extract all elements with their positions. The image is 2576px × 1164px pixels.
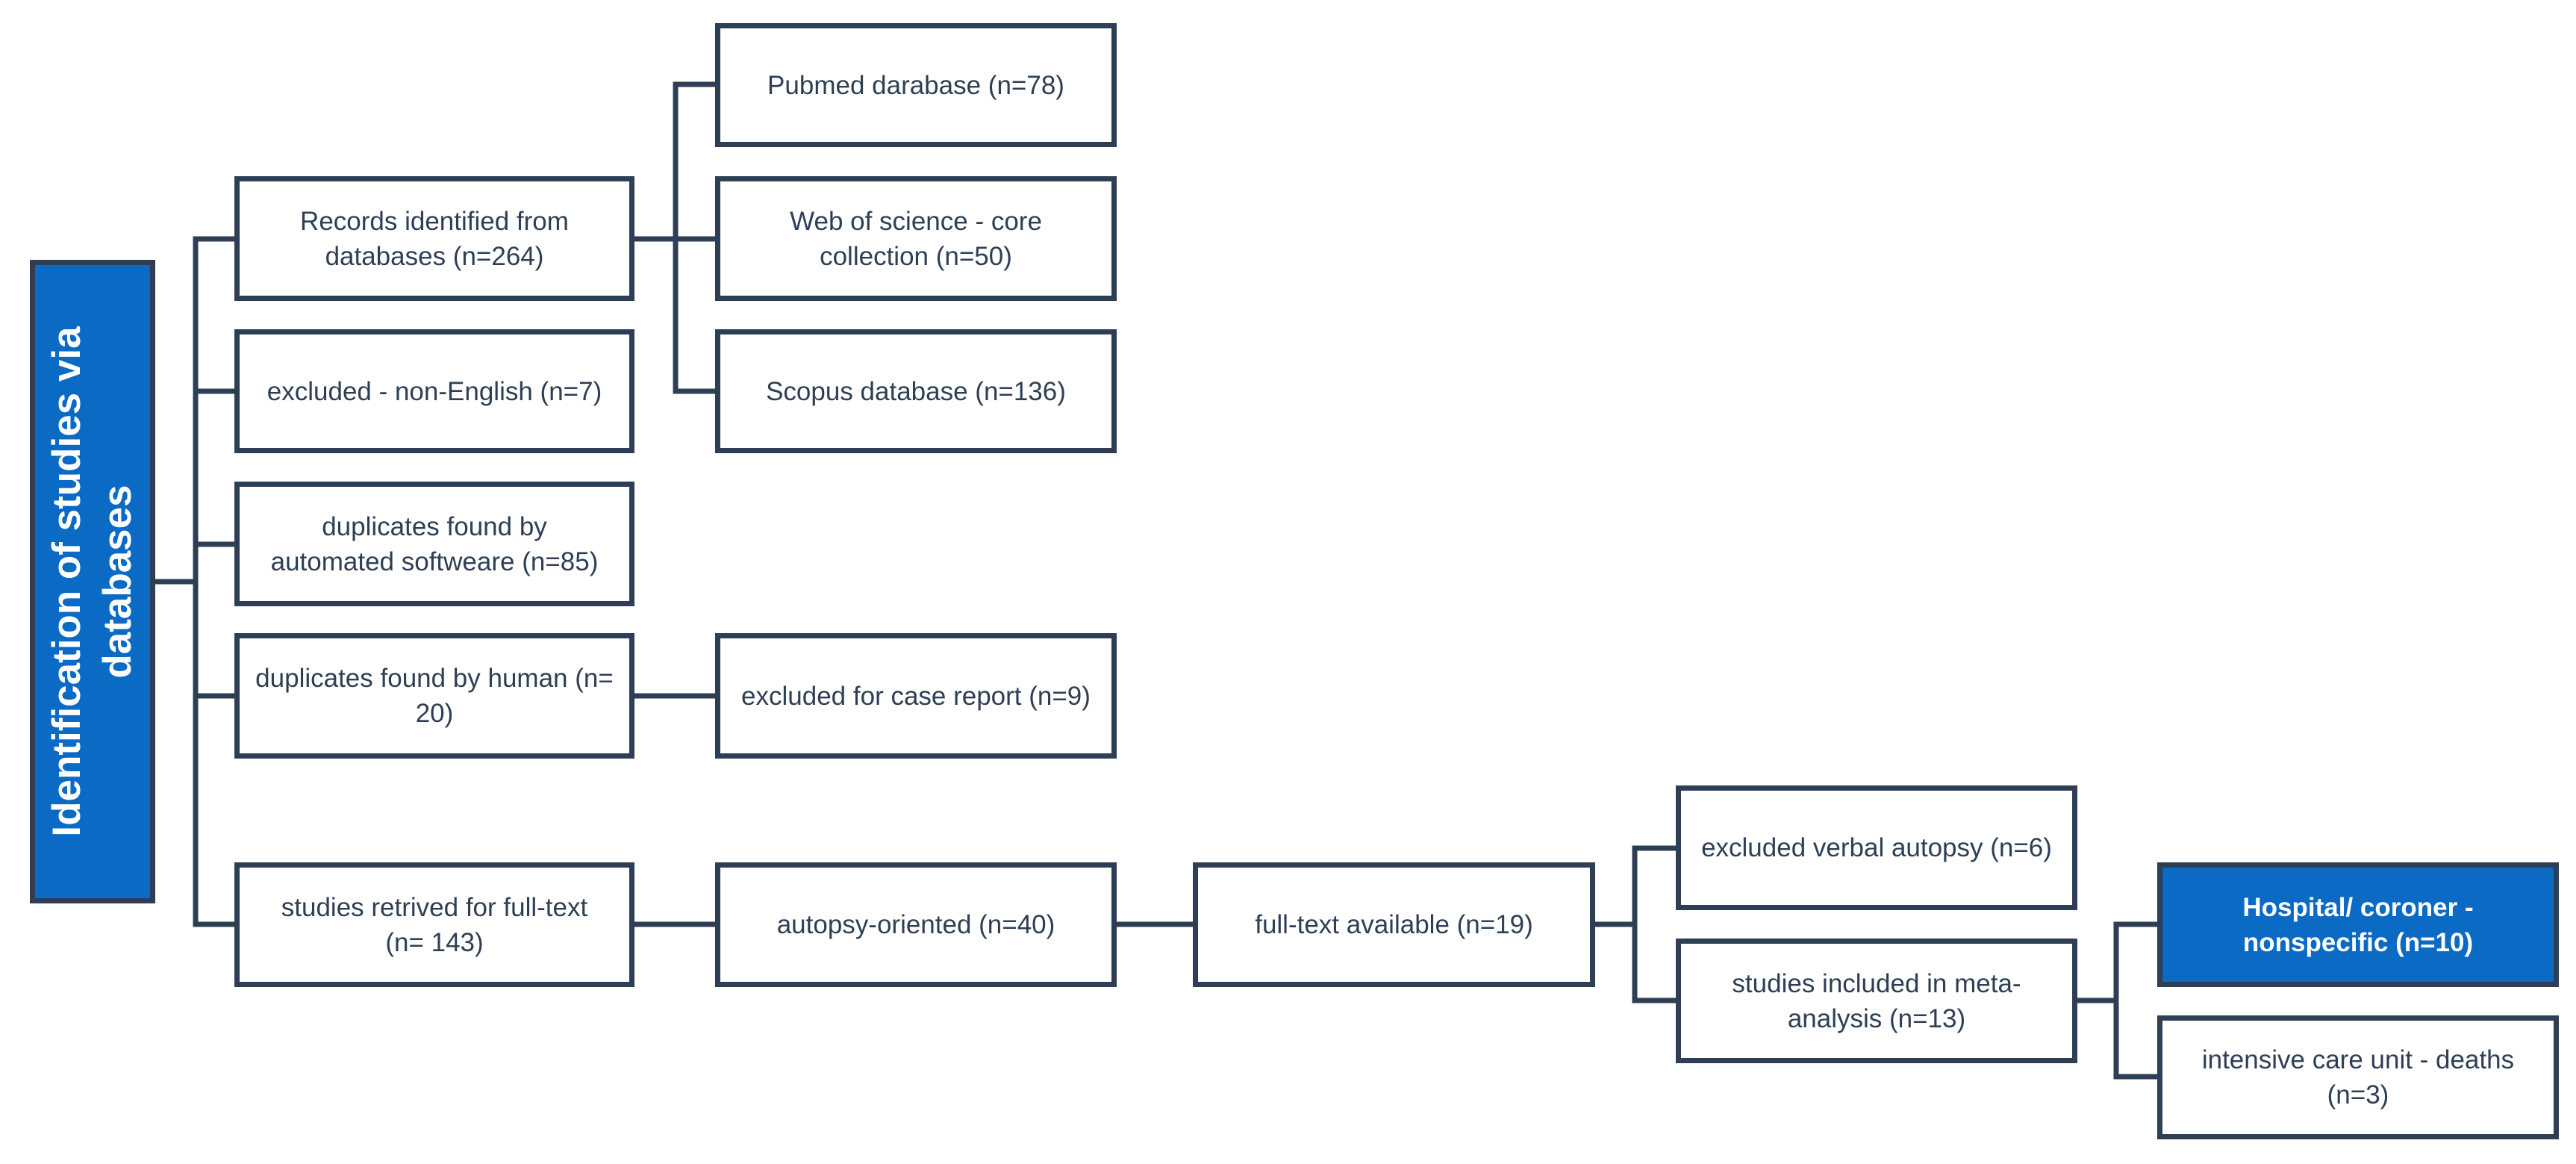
excluded-case-report-label: excluded for case report (n=9) (741, 681, 1091, 711)
excluded-non-english-box: excluded - non-English (n=7) (234, 329, 634, 453)
scopus-box: Scopus database (n=136) (715, 329, 1117, 453)
autopsy-oriented-label: autopsy-oriented (n=40) (776, 910, 1055, 939)
identification-sidebar: Identification of studies via databases (30, 260, 155, 903)
intensive-care-unit-label: intensive care unit - deaths (n=3) (2201, 1045, 2515, 1109)
intensive-care-unit-box: intensive care unit - deaths (n=3) (2157, 1015, 2559, 1139)
pubmed-label: Pubmed darabase (n=78) (767, 70, 1064, 100)
connector-meta-split (2074, 921, 2160, 1080)
autopsy-oriented-box: autopsy-oriented (n=40) (715, 862, 1117, 987)
connector-fulltext-split (1592, 845, 1679, 1003)
pubmed-box: Pubmed darabase (n=78) (715, 23, 1117, 147)
hospital-coroner-box: Hospital/ coroner - nonspecific (n=10) (2157, 862, 2559, 987)
web-of-science-label: Web of science - core collection (n=50) (790, 206, 1042, 271)
duplicates-automated-label: duplicates found by automated softweare … (270, 511, 599, 576)
connector-sidebar-trunk (152, 236, 237, 927)
full-text-available-label: full-text available (n=19) (1255, 910, 1533, 939)
duplicates-automated-box: duplicates found by automated softweare … (234, 482, 634, 606)
scopus-label: Scopus database (n=136) (766, 376, 1066, 406)
studies-meta-analysis-label: studies included in meta- analysis (n=13… (1732, 968, 2021, 1033)
records-identified-label: Records identified from databases (n=264… (300, 206, 569, 271)
hospital-coroner-label: Hospital/ coroner - nonspecific (n=10) (2242, 892, 2474, 957)
duplicates-human-label: duplicates found by human (n= 20) (255, 664, 614, 728)
web-of-science-box: Web of science - core collection (n=50) (715, 176, 1117, 301)
excluded-verbal-autopsy-box: excluded verbal autopsy (n=6) (1676, 785, 2077, 910)
sidebar-title: Identification of studies via databases (45, 326, 140, 837)
records-identified-box: Records identified from databases (n=264… (234, 176, 634, 301)
excluded-verbal-autopsy-label: excluded verbal autopsy (n=6) (1701, 833, 2052, 862)
studies-retrieved-label: studies retrived for full-text (n= 143) (281, 892, 588, 957)
connector-records-databases (631, 81, 718, 394)
studies-meta-analysis-box: studies included in meta- analysis (n=13… (1676, 939, 2077, 1063)
excluded-non-english-label: excluded - non-English (n=7) (266, 376, 602, 406)
full-text-available-box: full-text available (n=19) (1193, 862, 1595, 987)
duplicates-human-box: duplicates found by human (n= 20) (234, 633, 634, 759)
studies-retrieved-box: studies retrived for full-text (n= 143) (234, 862, 634, 987)
excluded-case-report-box: excluded for case report (n=9) (715, 633, 1117, 759)
